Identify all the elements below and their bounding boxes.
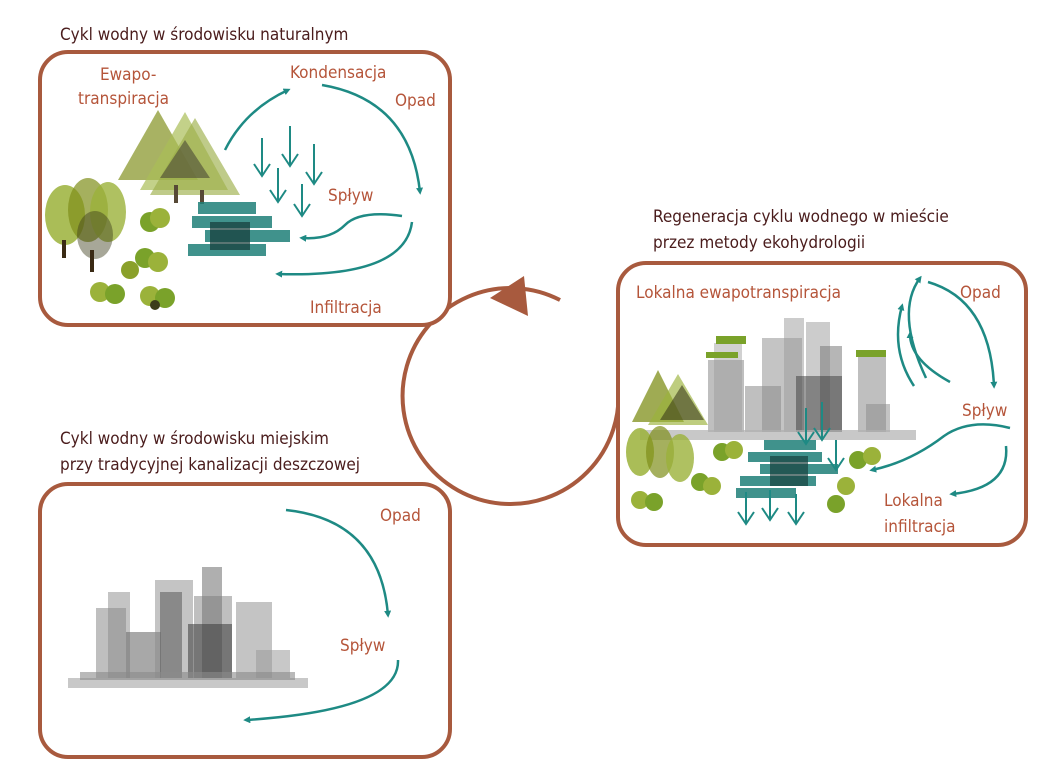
urban-title-line2: przy tradycyjnej kanalizacji deszczowej <box>60 455 360 475</box>
precipitation-arrow <box>321 83 424 195</box>
natural-evapo-line2: transpiracja <box>78 89 169 109</box>
urban-runoff: Spływ <box>340 636 385 656</box>
regen-water-pool-icon <box>736 440 838 498</box>
regen-infiltration-arrow <box>949 445 1008 498</box>
urban-illustration <box>68 508 400 724</box>
regen-evapo-arrow-2 <box>907 275 928 379</box>
infiltration-arrow <box>275 221 414 278</box>
natural-runoff: Spływ <box>328 186 373 206</box>
regen-local-inf-line1: Lokalna <box>884 491 943 511</box>
shrubs-icon <box>90 208 175 310</box>
runoff-arrow <box>299 213 403 242</box>
regen-precipitation-arrow <box>927 280 998 389</box>
conifer-trees-icon <box>118 110 240 204</box>
urban-title-line1: Cykl wodny w środowisku miejskim <box>60 429 329 449</box>
natural-condensation: Kondensacja <box>290 63 386 83</box>
cycle-arrow <box>400 276 621 507</box>
natural-infiltration: Infiltracja <box>310 298 382 318</box>
regen-runoff-arrow <box>869 423 1011 473</box>
green-city-buildings-icon <box>640 318 916 440</box>
urban-precipitation: Opad <box>380 506 421 526</box>
natural-evapo-line1: Ewapo- <box>100 65 156 85</box>
regen-rain-arrows-icon <box>737 402 845 526</box>
regen-evapo-arrow-1 <box>896 303 916 387</box>
evapo-arrow <box>223 88 291 151</box>
regeneration-title-line1: Regeneracja cyklu wodnego w mieście <box>653 207 949 227</box>
regen-conifer-trees-icon <box>632 370 708 425</box>
natural-title: Cykl wodny w środowisku naturalnym <box>60 25 348 45</box>
urban-runoff-arrow <box>243 659 400 724</box>
regeneration-title-line2: przez metody ekohydrologii <box>653 233 865 253</box>
natural-illustration <box>45 83 424 310</box>
regen-local-inf-line2: infiltracja <box>884 517 956 537</box>
regen-evapo-arrow-3 <box>906 331 951 384</box>
cycle-arrow-head-icon <box>490 276 528 316</box>
water-pool-icon <box>188 202 290 256</box>
urban-precipitation-arrow <box>285 508 392 618</box>
regen-trees-icon <box>626 426 881 513</box>
regen-runoff: Spływ <box>962 401 1007 421</box>
regeneration-illustration <box>626 275 1011 526</box>
deciduous-trees-icon <box>45 178 126 272</box>
rain-arrows-icon <box>253 126 323 218</box>
regen-precipitation: Opad <box>960 283 1001 303</box>
regen-local-evapo: Lokalna ewapotranspiracja <box>636 283 841 303</box>
natural-precipitation: Opad <box>395 91 436 111</box>
city-buildings-icon <box>68 567 308 688</box>
